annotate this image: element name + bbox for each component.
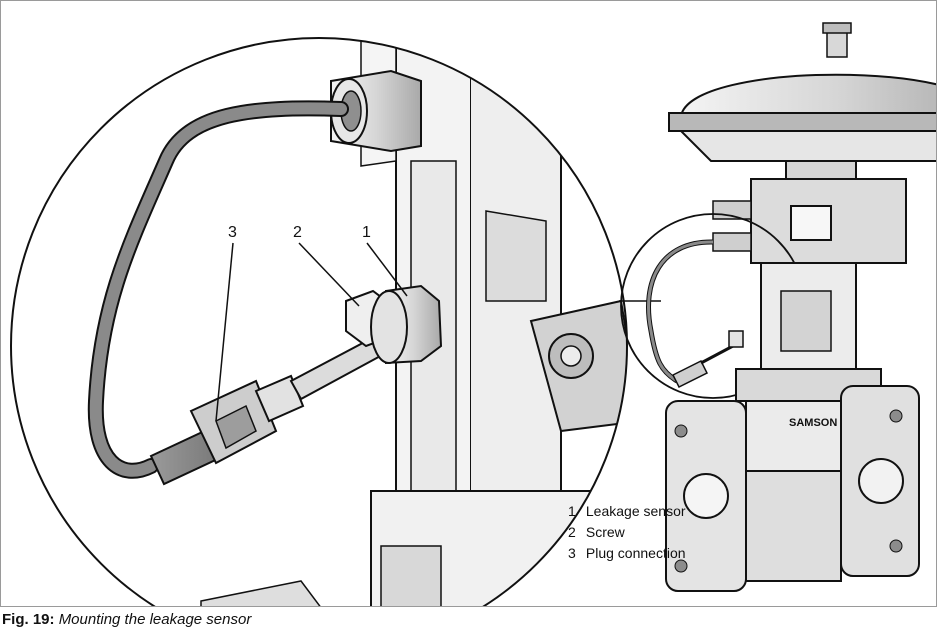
- legend-num: 3: [568, 545, 576, 561]
- magnified-detail-view: [10, 37, 628, 606]
- brand-label: SAMSON: [789, 417, 837, 429]
- valve-assembly-overview: SAMSON: [620, 22, 936, 592]
- illustration: SAMSON 3 2 1: [10, 22, 936, 606]
- callout-2: 2: [293, 224, 302, 241]
- legend-item: 3 Plug connection: [568, 543, 686, 564]
- figure-frame: SAMSON 3 2 1 1 Leakage sensor: [0, 0, 937, 607]
- legend-text: Leakage sensor: [585, 503, 686, 519]
- legend-item: 1 Leakage sensor: [568, 501, 686, 522]
- legend-text: Screw: [585, 524, 625, 540]
- figure-title: Mounting the leakage sensor: [58, 611, 252, 628]
- legend-text: Plug connection: [585, 545, 686, 561]
- legend-num: 2: [568, 524, 576, 540]
- callout-3: 3: [228, 224, 237, 241]
- legend-item: 2 Screw: [568, 522, 686, 543]
- callouts: 3 2 1: [215, 224, 408, 422]
- legend-num: 1: [568, 503, 576, 519]
- figure-label: Fig. 19:: [2, 611, 55, 628]
- legend: 1 Leakage sensor 2 Screw 3 Plug connecti…: [568, 501, 686, 564]
- figure-caption: Fig. 19: Mounting the leakage sensor: [2, 611, 251, 628]
- callout-1: 1: [362, 224, 371, 241]
